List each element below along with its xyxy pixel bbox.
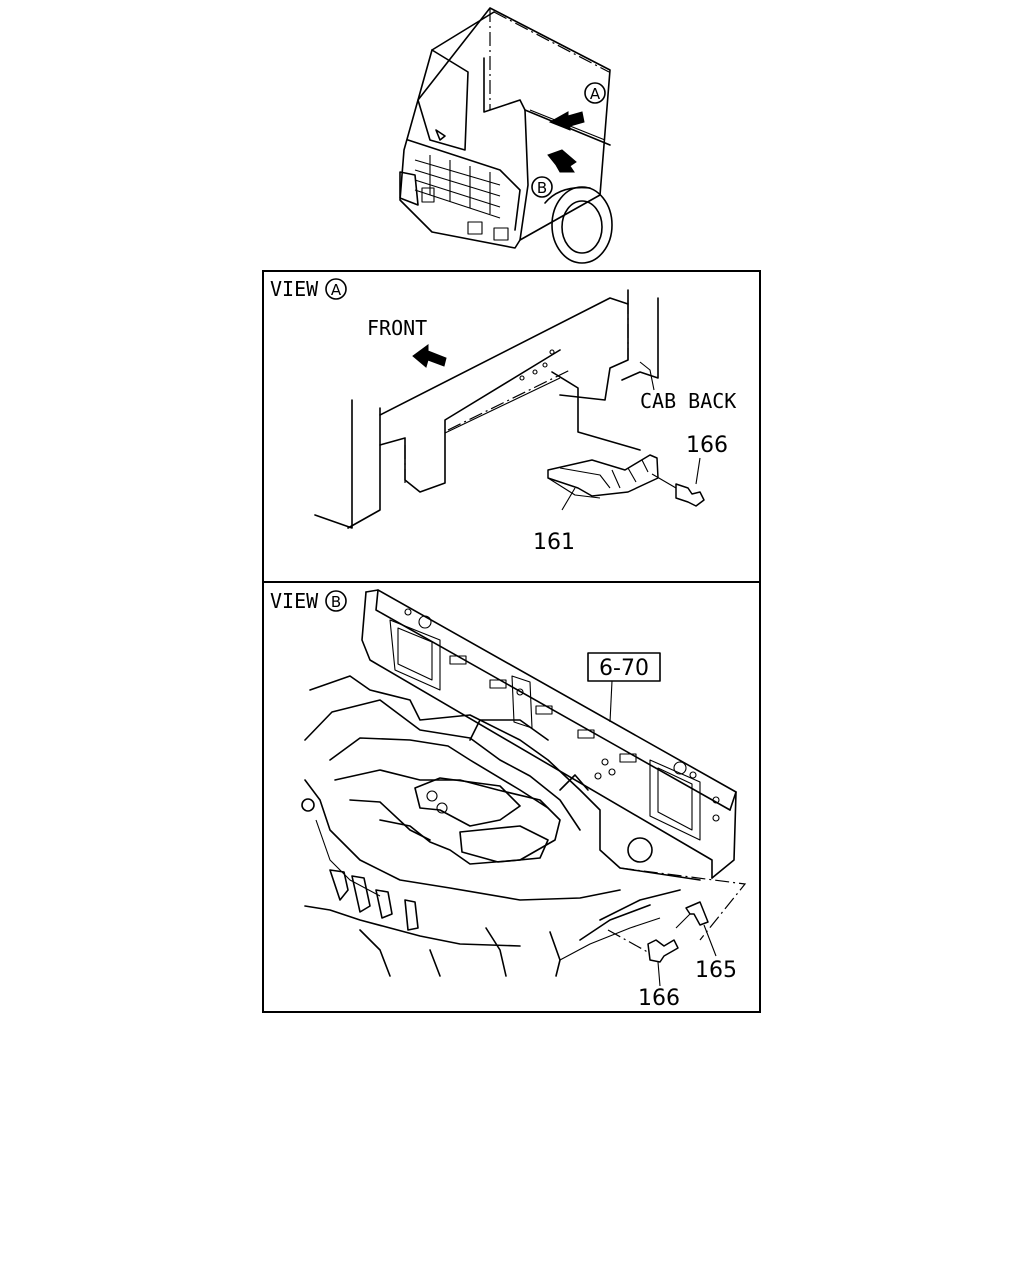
overview-marker-b: B xyxy=(537,179,547,197)
ref-box-6-70 xyxy=(587,652,661,682)
bolt-166-b xyxy=(647,939,679,963)
part-label-165: 165 xyxy=(695,958,737,983)
view-a-title: VIEW xyxy=(270,277,319,301)
bracket-165 xyxy=(685,901,709,926)
view-b-panel: VIEW B 6-70 xyxy=(270,589,747,1011)
view-b-title: VIEW xyxy=(270,589,319,613)
bracket-161 xyxy=(547,454,659,497)
overview-marker-a: A xyxy=(590,85,601,103)
cab-back-label: CAB BACK xyxy=(640,389,736,413)
truck-cab-overview: A B xyxy=(399,7,613,264)
front-arrow-icon xyxy=(412,344,447,368)
ref-box-label: 6-70 xyxy=(599,656,649,681)
diagram-frame xyxy=(262,270,761,1013)
front-label: FRONT xyxy=(367,316,427,340)
bolt-166 xyxy=(675,483,705,507)
part-label-161: 161 xyxy=(533,530,575,555)
view-a-panel: VIEW A FRONT CAB BACK 166 1 xyxy=(270,277,736,555)
part-label-166-a: 166 xyxy=(686,433,728,458)
view-a-marker: A xyxy=(331,281,342,299)
view-b-marker: B xyxy=(331,593,341,611)
part-label-166-b: 166 xyxy=(638,986,680,1011)
